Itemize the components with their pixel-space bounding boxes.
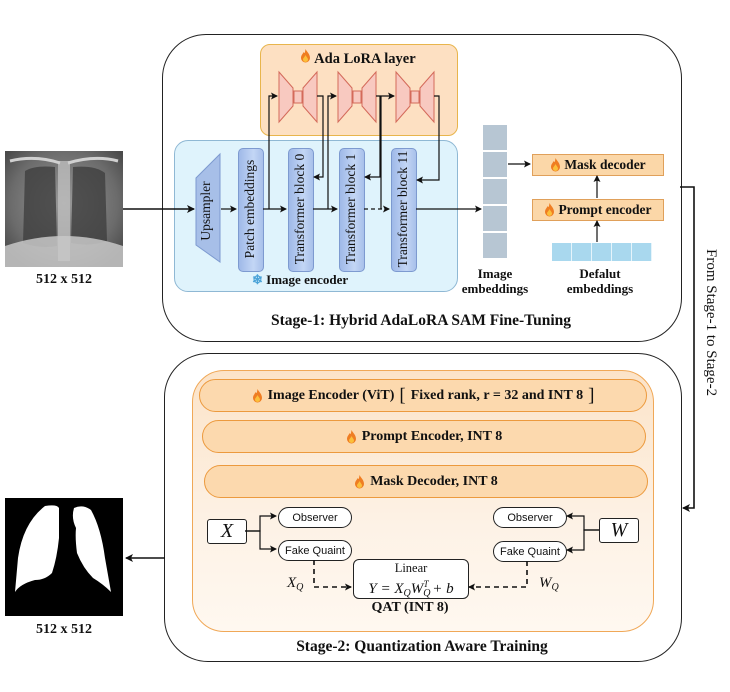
observer-x: Observer [278,507,352,528]
transformer-block-0-label: Transformer block 0 [292,153,307,265]
output-mask-image [5,498,123,616]
fire-icon [550,158,561,172]
transformer-block-11 [391,148,417,272]
stage2-prompt-encoder-label: Prompt Encoder, INT 8 [361,428,503,444]
image-embeddings-caption-line1: Image [477,266,513,281]
image-embeddings-caption-line2: embeddings [461,281,529,296]
mask-decoder-label: Mask decoder [564,157,646,172]
stage2-prompt-encoder-module: Prompt Encoder, INT 8 [202,420,646,453]
xq-label: XQ [287,575,303,593]
fake-quant-x: Fake Quaint [278,540,352,561]
patch-embeddings-block [238,148,264,272]
image-encoder-label: Image encoder [266,272,349,287]
default-embedding-cell [572,243,592,261]
input-size-label: 512 x 512 [36,272,92,287]
image-embedding-cell [483,233,507,258]
fire-icon [300,49,311,63]
input-xray-image [5,151,123,267]
eq-w-sup: T [423,579,429,589]
image-embedding-cell [483,125,507,150]
stage-1-title: Stage-1: Hybrid AdaLoRA SAM Fine-Tuning [270,312,571,329]
close-bracket: ] [588,384,595,406]
wq-label: WQ [539,575,559,593]
stage2-mask-decoder-module: Mask Decoder, INT 8 [204,465,648,498]
input-w-box: W [599,518,639,543]
default-embedding-cell [632,243,652,261]
default-embedding-cell [592,243,612,261]
stage-2-title: Stage-2: Quantization Aware Training [296,638,548,655]
output-size-label: 512 x 512 [36,622,92,637]
input-x-box: X [207,519,247,544]
linear-equation: Y = XQWQT + b [354,575,468,603]
image-encoder-title: ❄ Image encoder [252,272,348,288]
xq-main: X [287,575,297,591]
linear-layer-box: Linear Y = XQWQT + b [353,559,469,599]
eq-w: W [410,581,424,597]
stage-transition-label: From Stage-1 to Stage-2 [703,249,719,397]
default-embedding-cell [612,243,632,261]
default-embeddings-caption-line1: Defalut [579,266,621,281]
snowflake-icon: ❄ [252,272,263,287]
prompt-encoder-box: Prompt encoder [532,199,664,221]
ada-lora-layer-title: Ada LoRA layer [260,49,456,68]
wq-main: W [539,575,552,591]
arrow-stage1-to-stage2 [680,186,695,512]
stage2-mask-decoder-label: Mask Decoder, INT 8 [370,473,498,489]
eq-rhs: + b [428,581,454,597]
mask-decoder-box: Mask decoder [532,154,664,176]
prompt-encoder-label: Prompt encoder [558,202,652,217]
image-embedding-cell [483,206,507,231]
transformer-block-11-label: Transformer block 11 [395,150,410,268]
eq-x-sub: Q [403,588,411,599]
image-embedding-cell [483,152,507,177]
image-embeddings-caption: Image embeddings [450,266,540,296]
fire-icon [544,203,555,217]
observer-w: Observer [493,507,567,528]
stage2-image-encoder-config: Fixed rank, r = 32 and INT 8 [410,387,584,403]
fire-icon [252,388,263,403]
qat-caption: QAT (INT 8) [371,600,449,615]
default-embeddings-caption: Defalut embeddings [555,266,645,296]
open-bracket: [ [399,384,406,406]
stage2-image-encoder-label: Image Encoder (ViT) [267,387,395,403]
ada-lora-layer-label: Ada LoRA layer [314,51,416,67]
fire-icon [354,474,365,489]
default-embedding-cell [552,243,572,261]
upsampler-label: Upsampler [198,181,213,241]
transformer-block-0 [288,148,314,272]
default-embeddings-caption-line2: embeddings [566,281,634,296]
transformer-block-1-label: Transformer block 1 [343,153,358,265]
image-embedding-cell [483,179,507,204]
patch-embeddings-label: Patch embeddings [242,159,257,259]
fake-quant-w: Fake Quaint [493,541,567,562]
linear-title: Linear [394,561,428,575]
fire-icon [346,429,357,444]
xq-sub: Q [296,582,304,593]
stage2-image-encoder-module: Image Encoder (ViT) [ Fixed rank, r = 32… [199,379,647,412]
wq-sub: Q [551,582,559,593]
eq-lhs: Y = X [368,581,404,597]
eq-w-sub: Q [423,588,431,599]
transformer-block-1 [339,148,365,272]
